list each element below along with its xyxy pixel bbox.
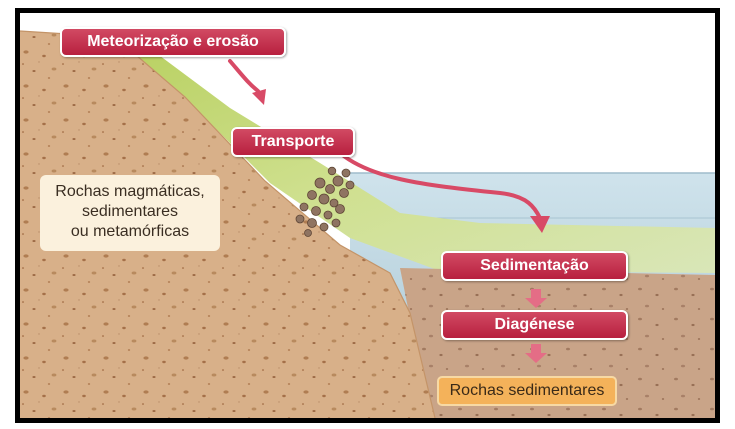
label-sedimentation: Sedimentação <box>441 251 628 281</box>
diagram-frame: Meteorização e erosão Transporte Sedimen… <box>15 8 720 423</box>
label-weathering-erosion: Meteorização e erosão <box>60 27 286 57</box>
source-rocks-line-2: sedimentares <box>40 202 220 222</box>
source-rocks-box: Rochas magmáticas, sedimentares ou metam… <box>40 175 220 251</box>
arrow-transport-to-sedimentation <box>340 153 540 218</box>
sedimentary-rock-diagram: Meteorização e erosão Transporte Sedimen… <box>20 13 715 418</box>
label-transport: Transporte <box>231 127 355 157</box>
source-rocks-line-3: ou metamórficas <box>40 222 220 242</box>
result-sedimentary-rocks: Rochas sedimentares <box>437 376 617 406</box>
arrow-erosion-to-transport <box>230 61 258 91</box>
source-rocks-line-1: Rochas magmáticas, <box>40 182 220 202</box>
label-diagenesis: Diagénese <box>441 310 628 340</box>
